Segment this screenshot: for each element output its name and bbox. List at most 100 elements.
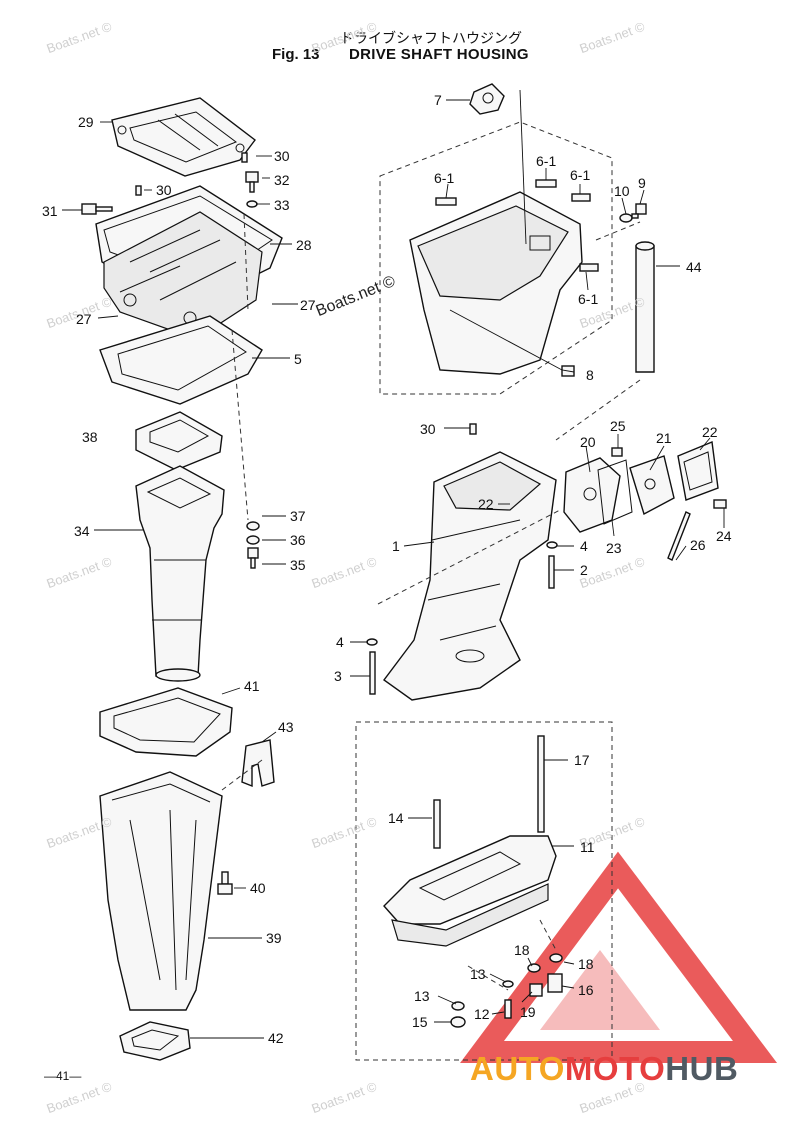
part-35-bolt <box>247 547 259 569</box>
part-6-1-pad <box>571 193 591 202</box>
part-label: 35 <box>290 557 306 573</box>
part-18-washer <box>549 953 563 963</box>
part-label: 7 <box>434 92 442 108</box>
part-label: 3 <box>334 668 342 684</box>
part-label: 30 <box>156 182 172 198</box>
part-label: 36 <box>290 532 306 548</box>
part-label: 5 <box>294 351 302 367</box>
part-label: 30 <box>420 421 436 437</box>
part-29-gasket <box>111 97 256 177</box>
part-38-plate <box>135 411 223 471</box>
part-42-seal <box>119 1021 191 1061</box>
part-label: 12 <box>474 1006 490 1022</box>
part-label: 4 <box>336 634 344 650</box>
part-37-washer <box>246 521 260 531</box>
part-label: 24 <box>716 528 732 544</box>
part-40-bolt <box>217 871 233 895</box>
part-label: 11 <box>580 839 595 855</box>
part-label: 6-1 <box>578 291 599 307</box>
part-label: 6-1 <box>570 167 591 183</box>
part-label: 9 <box>638 175 646 191</box>
part-label: 10 <box>614 183 630 199</box>
part-30-pin <box>469 423 477 435</box>
part-label: 1 <box>392 538 400 554</box>
part-label: 17 <box>574 752 590 768</box>
part-18-washer <box>527 963 541 973</box>
part-label: 27 <box>300 297 316 313</box>
part-label: 42 <box>268 1030 284 1046</box>
part-label: 18 <box>578 956 594 972</box>
title-japanese: ドライブシャフトハウジング <box>340 31 522 47</box>
part-label: 34 <box>74 523 90 539</box>
part-label: 28 <box>296 237 312 253</box>
part-19-nut <box>529 983 543 997</box>
part-2-bolt <box>548 555 555 589</box>
part-upper-apron-cover <box>409 191 583 375</box>
part-label: 33 <box>274 197 290 213</box>
part-25-screw <box>611 447 623 457</box>
part-label: 32 <box>274 172 290 188</box>
part-9-screw <box>631 203 647 219</box>
part-label: 29 <box>78 114 94 130</box>
part-label: 15 <box>412 1014 428 1030</box>
part-36-washer <box>246 535 260 545</box>
part-label: 40 <box>250 880 266 896</box>
part-27-28-upper-housing <box>95 185 283 333</box>
part-label: 13 <box>414 988 430 1004</box>
brand-part-moto: MOTO <box>564 1050 666 1087</box>
brand-part-auto: AUTO <box>470 1050 565 1087</box>
part-30-pin <box>241 152 248 163</box>
part-label: 27 <box>76 311 92 327</box>
part-label: 2 <box>580 562 588 578</box>
brand-logo: AUTOMOTOHUB <box>470 1050 738 1088</box>
part-label: 18 <box>514 942 530 958</box>
page-title: DRIVE SHAFT HOUSING <box>349 46 529 63</box>
assembly-dashed-frame-lower <box>355 721 613 1061</box>
part-21-cover <box>629 455 675 516</box>
part-label: 44 <box>686 259 702 275</box>
part-label: 41 <box>244 678 260 694</box>
part-label: 6-1 <box>536 153 557 169</box>
part-10-washer <box>619 213 633 223</box>
brand-triangle-logo <box>460 851 778 1063</box>
page-number: —41— <box>44 1069 82 1083</box>
part-30-pin <box>135 185 142 196</box>
part-label: 30 <box>274 148 290 164</box>
part-39-lower-cover <box>99 771 223 1011</box>
part-label: 26 <box>690 537 706 553</box>
part-label: 25 <box>610 418 626 434</box>
part-34-exhaust-pipe <box>135 465 225 682</box>
part-label: 4 <box>580 538 588 554</box>
part-1-drive-shaft-housing <box>383 451 557 701</box>
part-label: 14 <box>388 810 404 826</box>
part-24-bolt <box>713 499 727 509</box>
figure-number: Fig. 13 <box>272 46 320 63</box>
part-label: 23 <box>606 540 622 556</box>
part-label: 8 <box>586 367 594 383</box>
part-label: 21 <box>656 430 672 446</box>
leader-lines <box>62 89 725 1039</box>
part-26-rod <box>667 511 691 561</box>
part-22-cover <box>677 441 719 501</box>
part-7-grommet <box>469 83 505 115</box>
part-6-1-pad <box>579 263 599 272</box>
part-16-bolt <box>547 973 563 993</box>
part-41-gasket <box>99 687 233 757</box>
part-label: 16 <box>578 982 594 998</box>
part-13-washer <box>502 980 514 988</box>
part-label: 22 <box>702 424 718 440</box>
part-label: 31 <box>42 203 58 219</box>
part-label: 22 <box>478 496 494 512</box>
part-label: 39 <box>266 930 282 946</box>
part-31-bolt <box>81 203 113 215</box>
part-5-gasket <box>99 315 263 405</box>
part-11-plate <box>383 835 557 947</box>
part-14-stud <box>433 799 441 849</box>
part-label: 20 <box>580 434 596 450</box>
part-4-washer <box>366 638 378 646</box>
brand-part-hub: HUB <box>665 1050 739 1087</box>
part-6-1-pad <box>435 197 457 206</box>
part-label: 43 <box>278 719 294 735</box>
part-label: 38 <box>82 429 98 445</box>
